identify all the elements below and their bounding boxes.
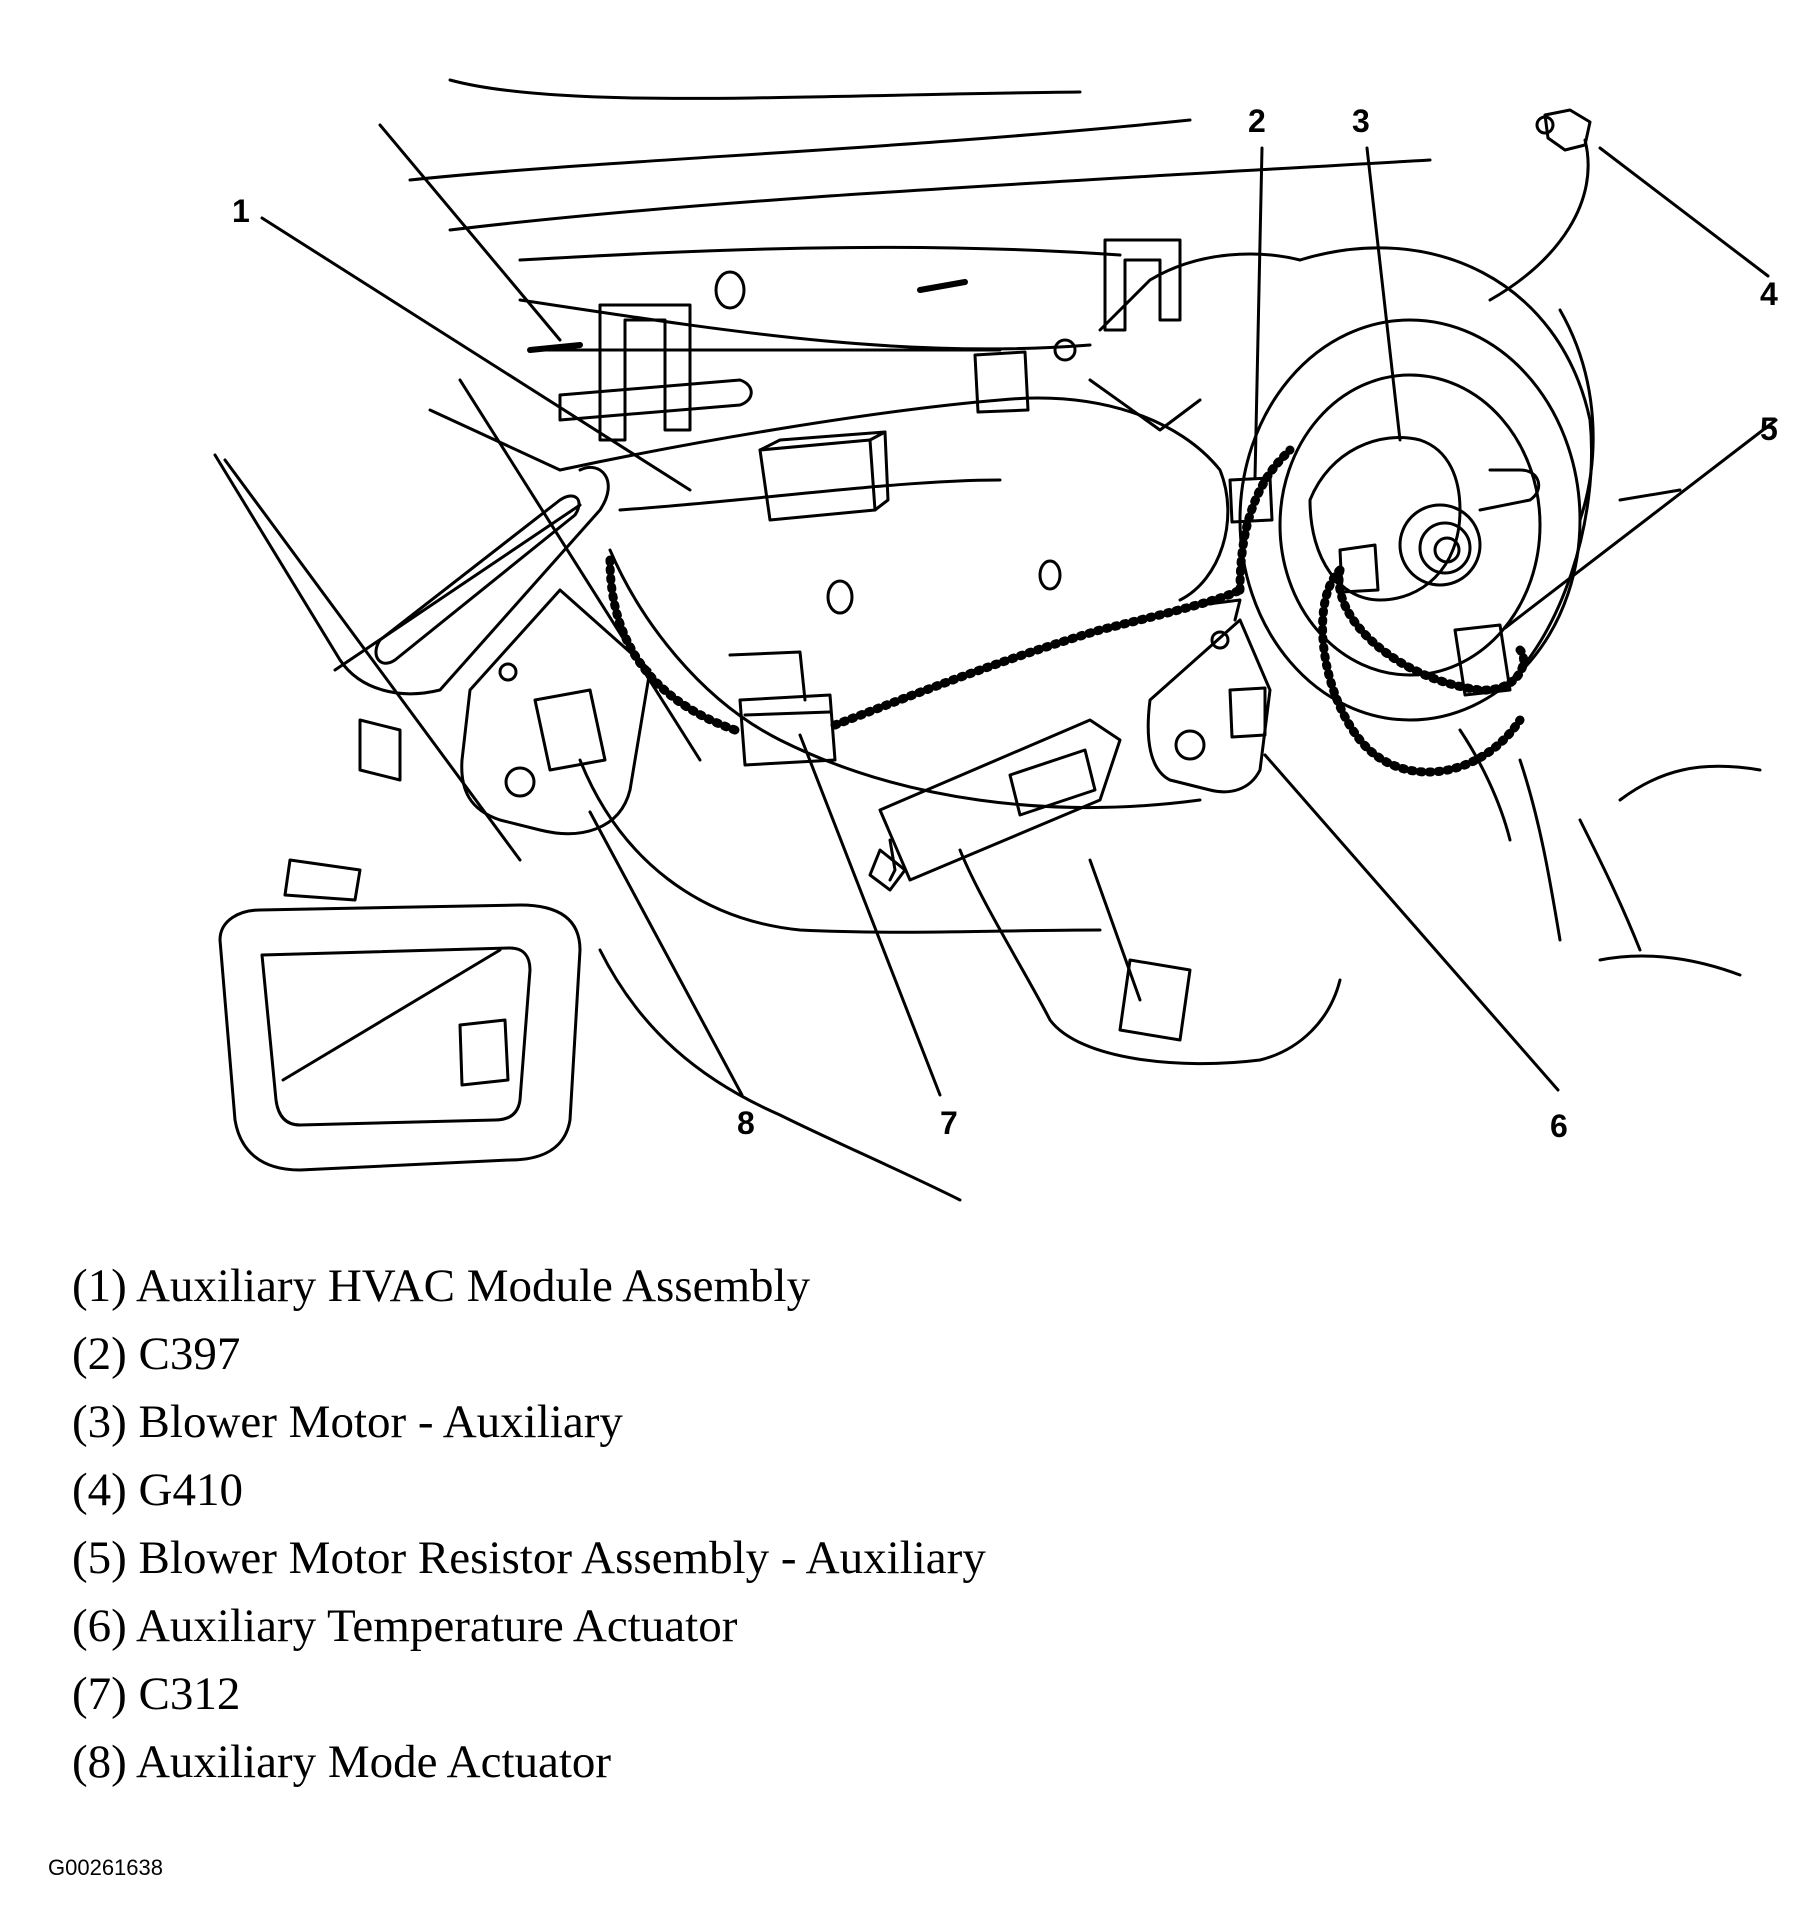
connector-c397 — [1228, 476, 1274, 524]
callout-7: 7 — [940, 1105, 958, 1141]
legend-item: (3) Blower Motor - Auxiliary — [72, 1396, 623, 1448]
callout-5: 5 — [1760, 411, 1778, 447]
legend-item: (8) Auxiliary Mode Actuator — [72, 1736, 612, 1788]
temperature-actuator — [1146, 598, 1272, 794]
legend-item: (4) G410 — [72, 1464, 243, 1516]
blower-resistor — [1453, 468, 1541, 697]
ground-wire — [1488, 108, 1592, 302]
leader-lines — [260, 146, 1778, 1097]
hvac-module-housing — [558, 396, 1230, 934]
callout-1: 1 — [232, 193, 250, 229]
callout-6: 6 — [1550, 1108, 1568, 1144]
center-lower-duct — [868, 718, 1342, 1066]
connector-c312 — [728, 650, 837, 767]
legend-item: (2) C397 — [72, 1328, 241, 1380]
hvac-diagram: 1 2 3 4 5 6 7 8 — [213, 78, 1778, 1202]
legend-item: (7) C312 — [72, 1668, 241, 1720]
callout-3: 3 — [1352, 103, 1370, 139]
figure-id: G00261638 — [48, 1855, 163, 1880]
component-legend: (1) Auxiliary HVAC Module Assembly (2) C… — [72, 1252, 986, 1796]
right-body-lines — [1458, 308, 1762, 977]
mode-actuator — [460, 588, 652, 836]
lower-left-register — [218, 718, 962, 1202]
legend-item: (1) Auxiliary HVAC Module Assembly — [72, 1260, 811, 1312]
legend-item: (6) Auxiliary Temperature Actuator — [72, 1600, 738, 1652]
legend-item: (5) Blower Motor Resistor Assembly - Aux… — [72, 1532, 986, 1584]
firewall-brackets — [527, 238, 1182, 442]
callout-4: 4 — [1760, 276, 1778, 312]
blower-motor — [1308, 436, 1482, 602]
callout-labels: 1 2 3 4 5 6 7 8 — [232, 103, 1778, 1144]
body-panel-lines — [378, 78, 1432, 472]
callout-8: 8 — [737, 1105, 755, 1141]
left-air-duct — [213, 378, 702, 862]
callout-2: 2 — [1248, 103, 1266, 139]
